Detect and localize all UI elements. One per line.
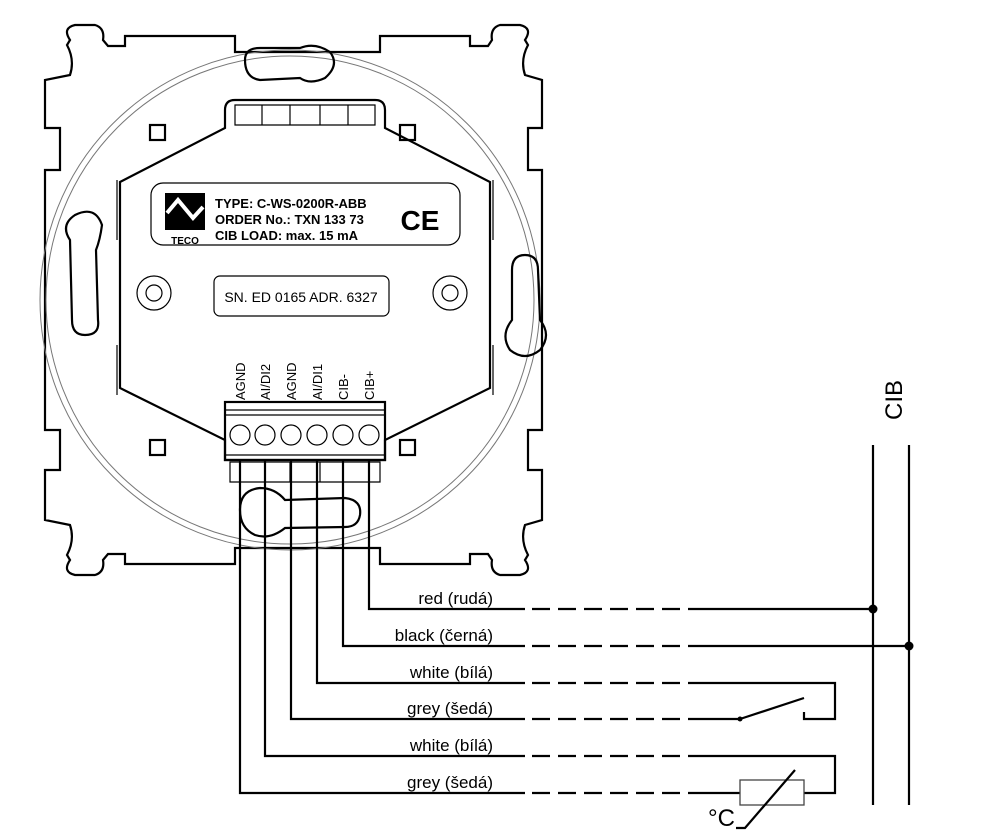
terminal-label: AGND bbox=[233, 362, 248, 400]
order-text: ORDER No.: TXN 133 73 bbox=[215, 212, 364, 227]
temperature-sensor: °C bbox=[708, 754, 837, 832]
wire-color-label: grey (šedá) bbox=[407, 699, 493, 718]
wire-color-label: grey (šedá) bbox=[407, 773, 493, 792]
wire bbox=[263, 460, 525, 758]
serial-label: SN. ED 0165 ADR. 6327 bbox=[213, 275, 390, 317]
terminal-label: AI/DI1 bbox=[310, 364, 325, 400]
cib-bus-label: CIB bbox=[881, 380, 908, 420]
celsius-label: °C bbox=[708, 805, 735, 832]
wire bbox=[341, 460, 525, 648]
load-text: CIB LOAD: max. 15 mA bbox=[215, 228, 359, 243]
switch-symbol bbox=[737, 681, 837, 722]
terminal-hole bbox=[280, 424, 302, 446]
wire-color-label: white (bílá) bbox=[409, 663, 493, 682]
serial-text: SN. ED 0165 ADR. 6327 bbox=[224, 289, 378, 305]
wire bbox=[315, 460, 525, 685]
junction-dot bbox=[904, 641, 914, 651]
cib-bus: CIB bbox=[868, 380, 914, 805]
terminal-label: AI/DI2 bbox=[258, 364, 273, 400]
wire bbox=[367, 460, 525, 611]
terminal-hole bbox=[229, 424, 251, 446]
device-body bbox=[116, 98, 494, 462]
terminal-hole bbox=[306, 424, 328, 446]
wire-color-label: red (rudá) bbox=[418, 589, 493, 608]
type-text: TYPE: C-WS-0200R-ABB bbox=[215, 196, 367, 211]
wire bbox=[289, 460, 525, 721]
ce-mark: CE bbox=[401, 205, 440, 236]
wire bbox=[238, 460, 525, 795]
terminal-hole bbox=[254, 424, 276, 446]
wire-color-label: black (černá) bbox=[395, 626, 493, 645]
terminal-label: CIB+ bbox=[362, 371, 377, 400]
terminal-hole bbox=[332, 424, 354, 446]
wires bbox=[238, 460, 909, 795]
junction-dot bbox=[868, 604, 878, 614]
terminal-hole bbox=[358, 424, 380, 446]
type-label: TECO TYPE: C-WS-0200R-ABB ORDER No.: TXN… bbox=[150, 182, 461, 247]
wire-color-label: white (bílá) bbox=[409, 736, 493, 755]
terminal-label: AGND bbox=[284, 362, 299, 400]
terminal-block: AGND AI/DI2 AGND AI/DI1 CIB- CIB+ bbox=[223, 362, 387, 483]
brand-text: TECO bbox=[171, 236, 199, 247]
terminal-label: CIB- bbox=[336, 374, 351, 400]
teco-logo: TECO bbox=[165, 193, 205, 247]
